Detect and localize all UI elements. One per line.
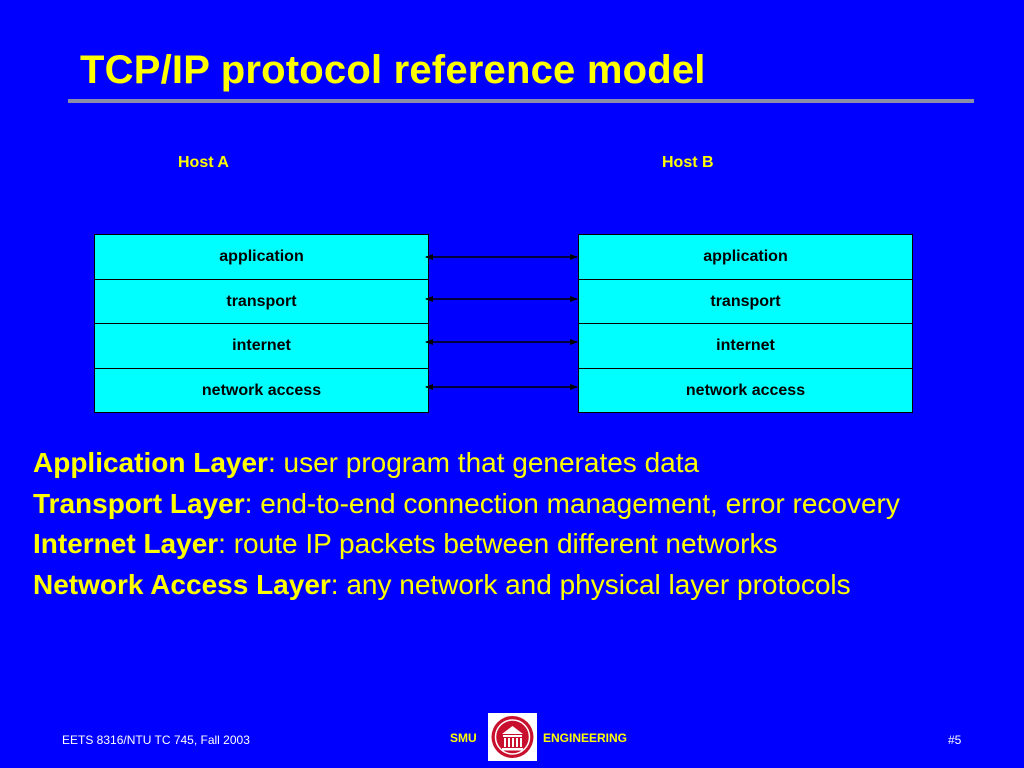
host-a-network-access-layer: network access <box>95 368 428 412</box>
transport-layer-text: : end-to-end connection management, erro… <box>244 487 900 519</box>
internet-layer-text: : route IP packets between different net… <box>218 528 778 559</box>
transport-layer-description: Transport Layer: end-to-end connection m… <box>33 484 983 525</box>
internet-layer-description: Internet Layer: route IP packets between… <box>33 524 983 565</box>
title-divider <box>68 99 974 103</box>
internet-layer-term: Internet Layer <box>33 528 219 559</box>
host-a-application-layer: application <box>95 235 428 279</box>
layer-descriptions: Application Layer: user program that gen… <box>33 443 983 605</box>
host-a-transport-layer: transport <box>95 279 428 323</box>
footer-engineering-label: ENGINEERING <box>543 731 628 745</box>
footer-page-number: #5 <box>948 733 962 747</box>
footer-course: EETS 8316/NTU TC 745, Fall 2003 <box>62 733 250 747</box>
host-b-internet-layer: internet <box>579 324 912 368</box>
smu-logo-icon <box>488 713 537 761</box>
host-b-stack: application transport internet network a… <box>578 234 913 413</box>
network-access-layer-description: Network Access Layer: any network and ph… <box>33 565 983 606</box>
application-layer-description: Application Layer: user program that gen… <box>33 443 983 484</box>
host-b-application-layer: application <box>579 235 912 279</box>
slide-title: TCP/IP protocol reference model <box>80 48 706 92</box>
host-a-stack: application transport internet network a… <box>94 234 429 413</box>
host-b-label: Host B <box>662 154 714 171</box>
application-layer-text: : user program that generates data <box>267 447 700 478</box>
network-access-layer-text: : any network and physical layer protoco… <box>330 568 851 600</box>
network-access-layer-term: Network Access Layer <box>33 568 331 600</box>
host-a-internet-layer: internet <box>95 324 428 368</box>
host-b-network-access-layer: network access <box>579 368 912 412</box>
host-a-label: Host A <box>178 154 229 171</box>
transport-layer-term: Transport Layer <box>33 487 245 519</box>
application-layer-term: Application Layer <box>33 447 268 478</box>
footer-smu-label: SMU <box>450 731 477 745</box>
host-b-transport-layer: transport <box>579 279 912 323</box>
